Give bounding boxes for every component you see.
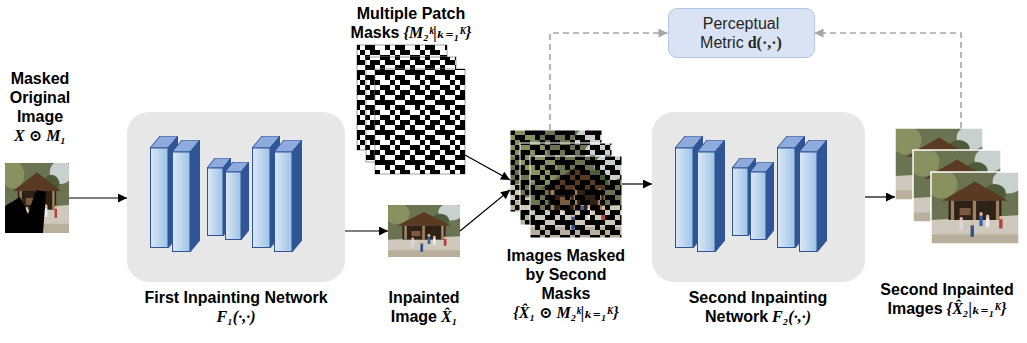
image-box: Inpainted ImageX̂₁ <box>388 205 460 257</box>
network-panels <box>127 112 865 282</box>
flow-arrow <box>622 183 652 184</box>
formula: F₂(·,·) <box>772 308 811 325</box>
node-label: Masked Original Image <box>3 69 77 126</box>
layer-block <box>225 162 249 240</box>
flow-arrow <box>865 196 895 197</box>
flow-arrow <box>465 155 510 180</box>
image-stack: Second Inpainted Images{X̂₂|ₖ₌₁ᴷ} <box>895 128 1019 244</box>
masked-original-photo <box>2 161 72 233</box>
caption: First Inpainting NetworkF₁(·,·) <box>121 288 351 326</box>
flow-arrow <box>345 230 388 231</box>
formula: F₁(·,·) <box>121 307 351 326</box>
feedback-arrow <box>550 33 668 130</box>
masked-image: Masked Original ImageX ⊙ M₁ <box>5 163 69 233</box>
layer-block <box>697 140 725 252</box>
caption: Masked Original ImageX ⊙ M₁ <box>3 69 77 145</box>
network-layers <box>150 136 827 252</box>
network-box: First Inpainting NetworkF₁(·,·) <box>127 112 345 282</box>
mask-pattern <box>530 156 622 238</box>
flow-arrow <box>69 197 127 198</box>
photo <box>2 161 72 233</box>
photo <box>525 153 626 238</box>
mask-region <box>5 190 46 233</box>
formula: {X̂₁ ⊙ M₂ᵏ|ₖ₌₁ᴷ} <box>504 303 628 322</box>
mask-sheet <box>375 69 465 174</box>
node-label: First Inpainting Network <box>121 288 351 307</box>
mask-stack: Multiple Patch Masks{M₂ᵏ|ₖ₌₁ᴷ} <box>357 45 465 175</box>
formula: {X̂₂|ₖ₌₁ᴷ} <box>947 300 1007 317</box>
network-panel <box>652 112 865 282</box>
layer-block <box>172 140 200 252</box>
flow-arrow <box>460 190 510 231</box>
caption: Second Inpainting NetworkF₂(·,·) <box>673 288 843 326</box>
inpainted-photo <box>384 203 463 257</box>
layer-block <box>274 140 302 252</box>
caption: Images Masked by Second Masks{X̂₁ ⊙ M₂ᵏ|… <box>504 246 628 322</box>
mask-pattern <box>375 69 465 174</box>
photo <box>927 170 1024 244</box>
caption: Multiple Patch Masks{M₂ᵏ|ₖ₌₁ᴷ} <box>346 4 476 42</box>
masked-photo-stack <box>505 127 626 238</box>
network-panel <box>127 112 345 282</box>
formula: X ⊙ M₁ <box>3 126 77 145</box>
layer-block <box>750 162 774 240</box>
photo <box>384 203 463 257</box>
caption: Second Inpainted Images{X̂₂|ₖ₌₁ᴷ} <box>872 280 1022 318</box>
layer-block <box>799 140 827 252</box>
feedback-arrow <box>815 33 962 128</box>
node-label: Images Masked by Second Masks <box>504 246 628 303</box>
image-stack: Images Masked by Second Masks{X̂₁ ⊙ M₂ᵏ|… <box>510 130 622 238</box>
photo-frame <box>931 172 1019 244</box>
caption: Inpainted ImageX̂₁ <box>379 288 469 326</box>
patch-masks <box>357 45 465 174</box>
formula: X̂₁ <box>441 308 457 325</box>
formula: d(·,·) <box>748 34 782 51</box>
network-box: Second Inpainting NetworkF₂(·,·) <box>652 112 865 282</box>
second-inpainted-stack <box>891 126 1024 244</box>
formula: {M₂ᵏ|ₖ₌₁ᴷ} <box>404 24 472 41</box>
metric-box: Perceptual Metricd(·,·) <box>668 8 815 58</box>
